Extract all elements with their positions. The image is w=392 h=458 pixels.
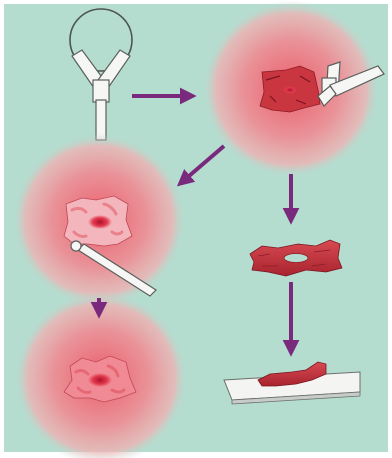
excision-crater xyxy=(64,196,132,246)
lesion-shape xyxy=(260,66,320,112)
healed-lesion xyxy=(64,356,136,402)
